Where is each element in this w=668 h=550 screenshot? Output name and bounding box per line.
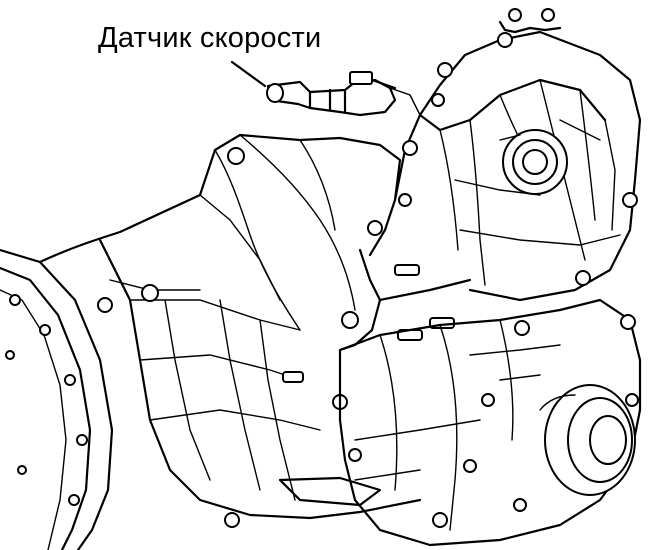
callout-leader-line bbox=[230, 60, 267, 88]
main-housing bbox=[38, 133, 422, 528]
speed-sensor-label: Датчик скорости bbox=[98, 22, 322, 54]
extension-housing bbox=[338, 298, 642, 547]
speed-sensor bbox=[266, 71, 421, 117]
clutch-flange bbox=[0, 248, 114, 550]
transfer-case bbox=[367, 8, 642, 302]
center-studs bbox=[282, 248, 472, 383]
